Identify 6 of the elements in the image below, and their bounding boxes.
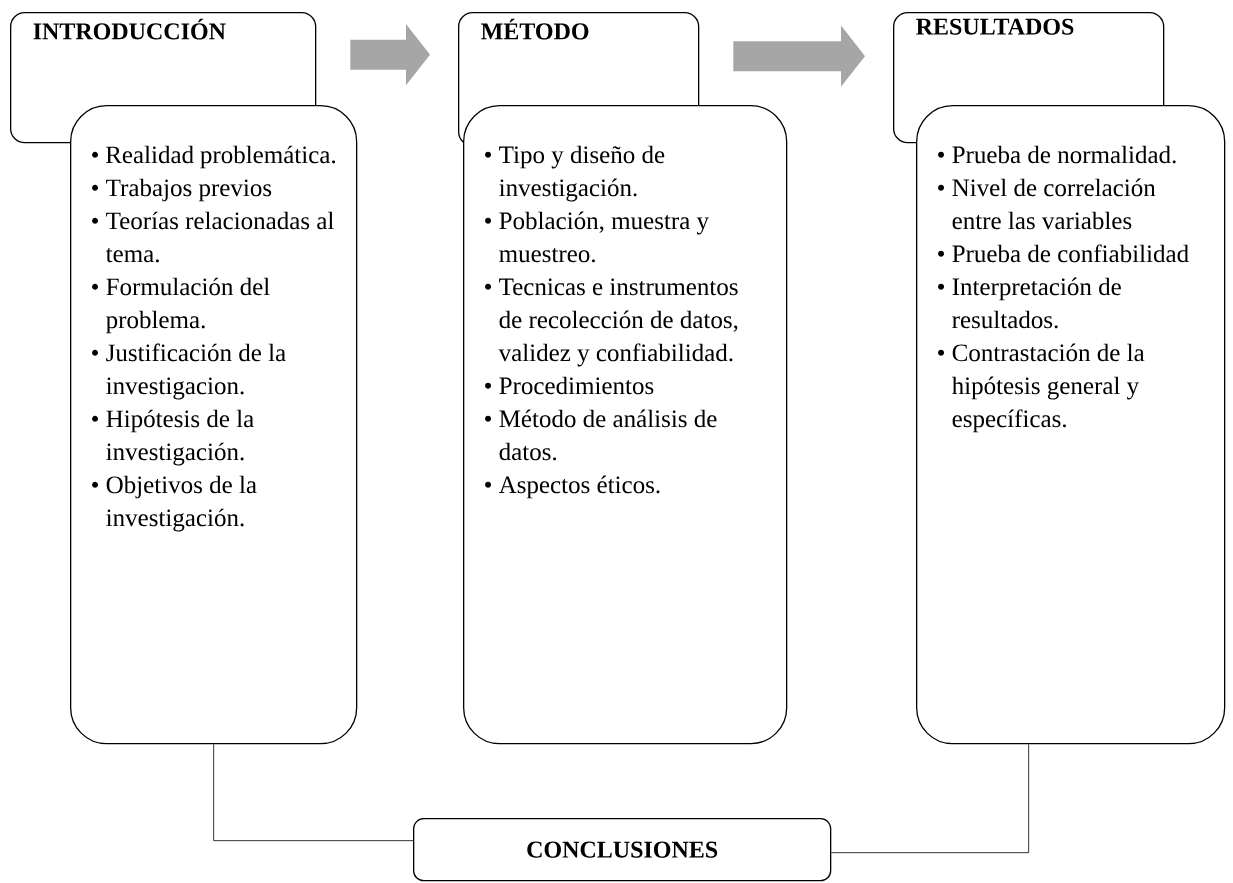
conclusion-box: CONCLUSIONES [413,818,832,882]
bullet-list-box: • Tipo y diseño de investigación. • Población, muestra y muestreo. • Tecnicas e instrumentos de recolección de datos, validez y confiabilidad. • Procedimientos • Método de análisis de datos. • Aspectos éticos. [463,105,788,745]
bullet-list-box: • Realidad problemática. • Trabajos previos • Teorías relacionadas al tema. • Formulación del problema. • Justificación de la investigacion. • Hipótesis de la investigación. • Objetivos de la investigación. [70,105,358,745]
bullet-list-box: • Prueba de normalidad. • Nivel de correlación entre las variables • Prueba de confiabilidad • Interpretación de resultados. • Contrastación de la hipótesis general y específicas. [916,105,1226,745]
connector-line [830,743,1030,854]
connector-line [213,743,414,842]
